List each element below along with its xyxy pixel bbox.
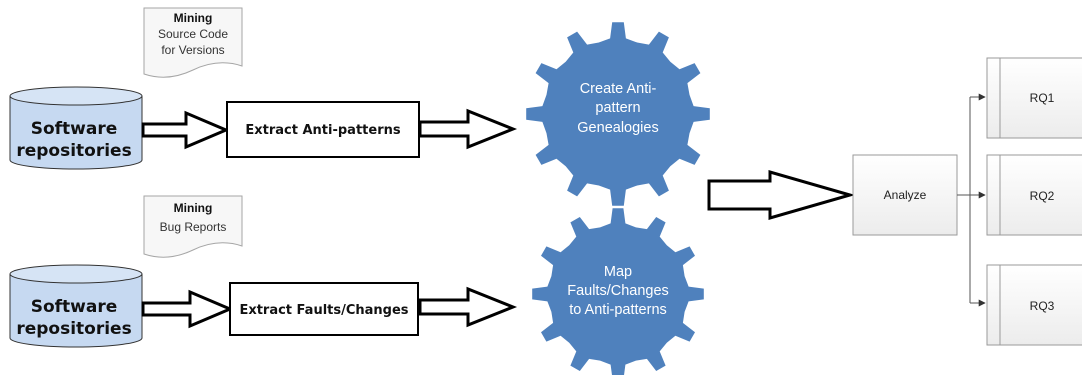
gear-label: pattern: [595, 100, 640, 116]
block-arrow: [418, 286, 518, 328]
gear-label: Genealogies: [577, 120, 658, 136]
gear-label: Faults/Changes: [567, 283, 669, 299]
analyze-box: Analyze: [852, 154, 958, 236]
repository-label: Software: [31, 119, 118, 139]
repository-cylinder: Software repositories: [9, 264, 143, 348]
rq-label: RQ2: [1030, 189, 1055, 203]
repository-cylinder: Software repositories: [9, 86, 143, 170]
doc-bug-reports: Mining Bug Reports: [143, 195, 243, 258]
doc-line: for Versions: [161, 43, 224, 57]
rq1-box: RQ1: [986, 57, 1082, 139]
rq2-box: RQ2: [986, 154, 1082, 236]
gear-create-genealogies: Create Anti- pattern Genealogies: [526, 22, 710, 206]
extract-antipatterns-box: Extract Anti-patterns: [226, 101, 420, 158]
doc-title: Mining: [174, 11, 213, 25]
rq3-box: RQ3: [986, 264, 1082, 346]
repository-label: Software: [31, 297, 118, 317]
extract-faults-box: Extract Faults/Changes: [229, 282, 419, 336]
connector-tree: [957, 93, 986, 307]
rq-label: RQ1: [1030, 91, 1055, 105]
gear-label: Map: [604, 264, 632, 280]
block-arrow: [418, 108, 518, 150]
gear-label: Create Anti-: [580, 81, 657, 97]
repository-label: repositories: [16, 141, 131, 161]
doc-line: Bug Reports: [160, 220, 227, 234]
extract-box-label: Extract Anti-patterns: [245, 123, 400, 138]
extract-box-label: Extract Faults/Changes: [239, 303, 408, 318]
rq-label: RQ3: [1030, 299, 1055, 313]
block-arrow: [141, 110, 230, 150]
block-arrow: [141, 289, 234, 329]
gear-label: to Anti-patterns: [569, 302, 667, 318]
doc-line: Source Code: [158, 27, 228, 41]
doc-source-code: Mining Source Code for Versions: [143, 7, 243, 78]
doc-title: Mining: [174, 201, 213, 215]
block-arrow: [707, 170, 856, 220]
gear-map-faults: Map Faults/Changes to Anti-patterns: [532, 208, 704, 375]
repository-label: repositories: [16, 319, 131, 339]
analyze-label: Analyze: [884, 188, 927, 202]
